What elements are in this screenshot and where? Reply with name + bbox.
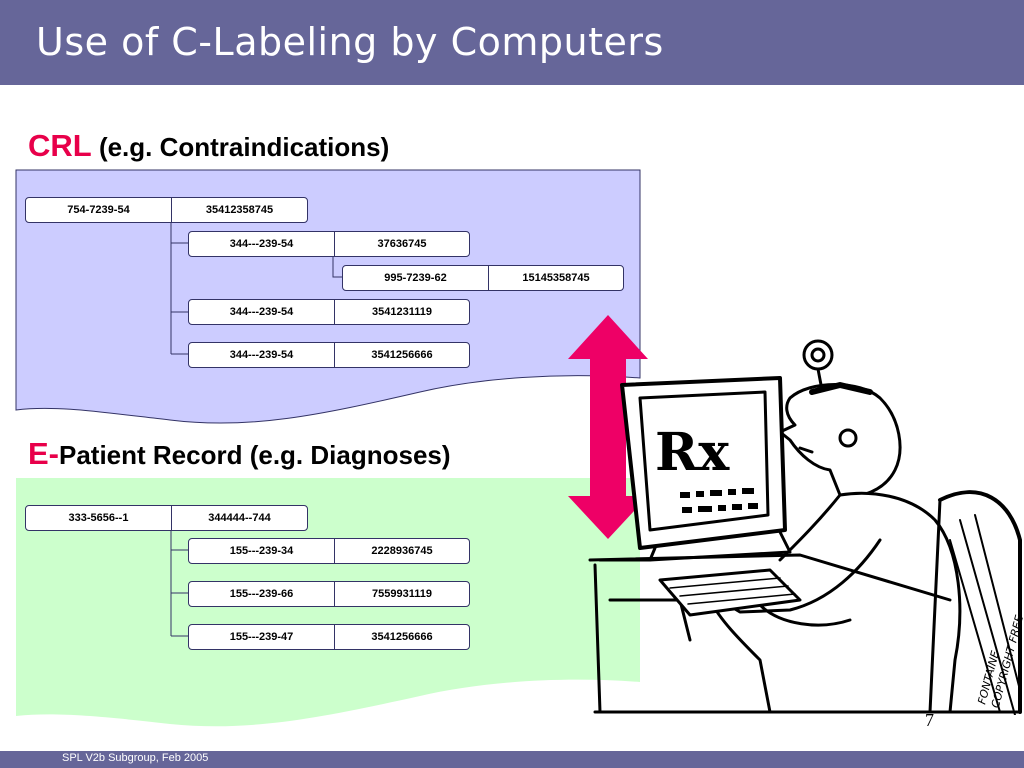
crl-record-child: 344---239-54 3541256666	[188, 342, 470, 368]
record-code: 754-7239-54	[26, 198, 172, 222]
record-code: 333-5656--1	[26, 506, 172, 530]
crl-label: (e.g. Contraindications)	[91, 132, 390, 162]
crl-record-grandchild: 995-7239-62 15145358745	[342, 265, 624, 291]
record-value: 3541256666	[371, 349, 433, 361]
epr-label: Patient Record (e.g. Diagnoses)	[59, 440, 451, 470]
crl-record-child: 344---239-54 37636745	[188, 231, 470, 257]
record-code: 155---239-66	[189, 582, 335, 606]
record-value: 344444--744	[208, 512, 271, 524]
epr-record-child: 155---239-66 7559931119	[188, 581, 470, 607]
record-value: 37636745	[377, 238, 427, 250]
screen-text-lines	[680, 488, 758, 513]
double-arrow-icon	[568, 315, 648, 539]
record-code: 344---239-54	[189, 300, 335, 324]
epr-record-child: 155---239-47 3541256666	[188, 624, 470, 650]
rx-screen-text: Rx	[655, 422, 730, 483]
epr-heading: E-Patient Record (e.g. Diagnoses)	[28, 436, 451, 472]
record-value: 35412358745	[205, 204, 274, 216]
record-value: 3541256666	[371, 631, 433, 643]
crl-heading: CRL (e.g. Contraindications)	[28, 128, 389, 164]
footer-text: SPL V2b Subgroup, Feb 2005	[62, 752, 209, 764]
record-value: 7559931119	[372, 588, 432, 600]
title-bar: Use of C-Labeling by Computers	[0, 0, 1024, 85]
slide-title: Use of C-Labeling by Computers	[36, 20, 664, 64]
crl-record-root: 754-7239-54 35412358745	[25, 197, 308, 223]
epr-record-root: 333-5656--1 344444--744	[25, 505, 308, 531]
page-number: 7	[925, 710, 934, 730]
crl-panel	[15, 169, 641, 424]
record-value: 2228936745	[371, 545, 433, 557]
record-code: 344---239-54	[189, 343, 335, 367]
doctor-computer-illustration: Rx FONTAINE COPYRIGHT FREE	[588, 339, 1024, 715]
record-code: 995-7239-62	[343, 266, 489, 290]
record-code: 155---239-47	[189, 625, 335, 649]
crl-record-child: 344---239-54 3541231119	[188, 299, 470, 325]
epr-record-child: 155---239-34 2228936745	[188, 538, 470, 564]
record-value: 3541231119	[372, 306, 432, 318]
footer-bar: SPL V2b Subgroup, Feb 2005	[0, 751, 1024, 768]
epr-prefix: E-	[28, 436, 59, 471]
crl-prefix: CRL	[28, 128, 92, 163]
record-value: 15145358745	[522, 272, 590, 284]
record-code: 155---239-34	[189, 539, 335, 563]
record-code: 344---239-54	[189, 232, 335, 256]
